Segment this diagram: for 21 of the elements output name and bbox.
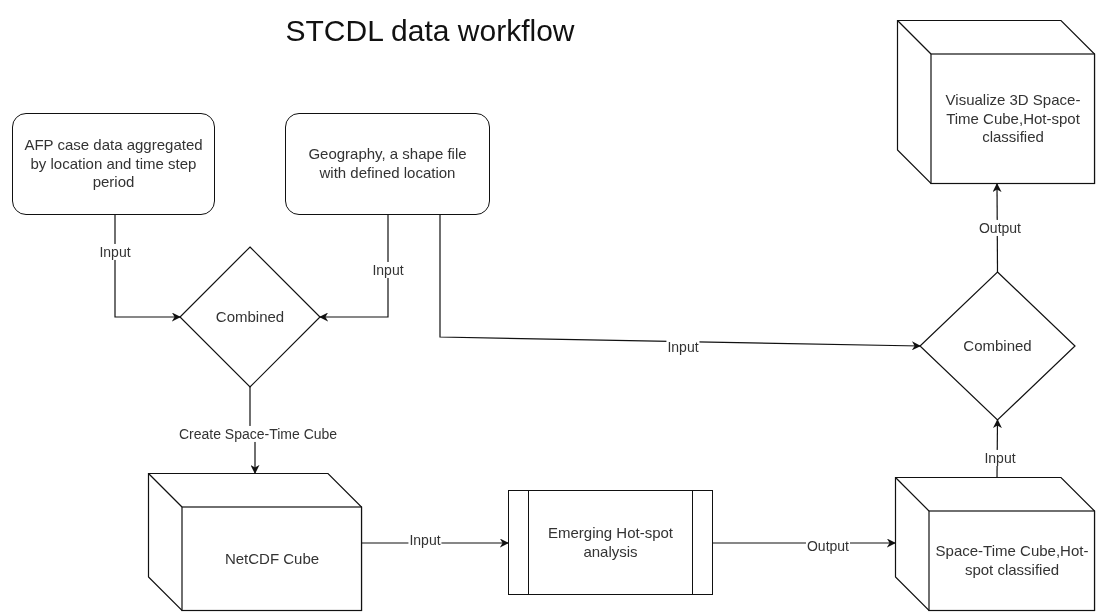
node-text: Space-Time Cube,Hot-spot classified xyxy=(935,542,1089,580)
arrow xyxy=(439,214,921,351)
node-text: Geography, a shape file with defined location xyxy=(307,145,468,183)
node-text: AFP case data aggregated by location and time step period xyxy=(23,135,204,193)
edge-label: Create Space-Time Cube xyxy=(177,425,339,443)
diagram-title: STCDL data workflow xyxy=(284,14,576,48)
node-text: Emerging Hot-spot analysis xyxy=(546,523,675,562)
process-box xyxy=(508,490,713,595)
node-text: Combined xyxy=(963,336,1032,356)
edge-label: Input xyxy=(983,449,1017,467)
rounded-box xyxy=(12,113,215,215)
node-text: Combined xyxy=(215,307,285,327)
node-text: Visualize 3D Space-Time Cube,Hot-spot classified xyxy=(944,90,1082,148)
rounded-box xyxy=(285,113,490,215)
edge-label: Input xyxy=(98,243,132,261)
edge-label: Input xyxy=(371,261,405,279)
node-text: NetCDF Cube xyxy=(224,549,320,569)
edge-label: Output xyxy=(978,219,1022,237)
arrow xyxy=(114,214,181,322)
edge-label: Input xyxy=(666,338,700,356)
arrow xyxy=(319,214,389,322)
